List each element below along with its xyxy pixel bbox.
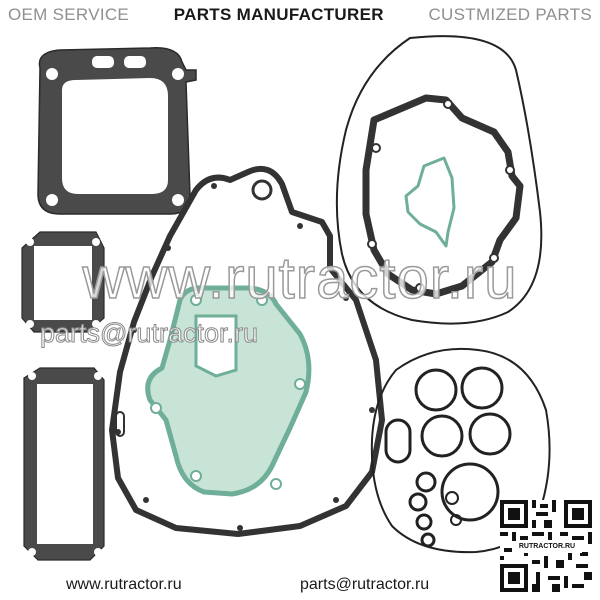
small-green-gasket (404, 156, 456, 248)
ignition-cover-oring (335, 35, 543, 325)
qr-code-label: RUTRACTOR.RU (512, 541, 582, 553)
banner-parts-manufacturer: PARTS MANUFACTURER (173, 5, 384, 24)
cylinder-base-gasket (37, 47, 197, 215)
banner-customized-parts: CUSTMIZED PARTS (428, 5, 592, 24)
footer-email: parts@rutractor.ru (300, 576, 430, 593)
water-pump-gasket (145, 285, 312, 497)
banner-oem-service: OEM SERVICE (8, 5, 130, 24)
ignition-cover-gasket (362, 94, 524, 298)
crankcase-cover-gasket (109, 166, 385, 537)
reed-valve-gasket-upper (21, 231, 105, 333)
footer-website: www.rutractor.ru (66, 576, 182, 593)
top-banner: OEM SERVICE PARTS MANUFACTURER CUSTMIZED… (0, 0, 600, 30)
reed-valve-gasket-lower (23, 367, 105, 561)
